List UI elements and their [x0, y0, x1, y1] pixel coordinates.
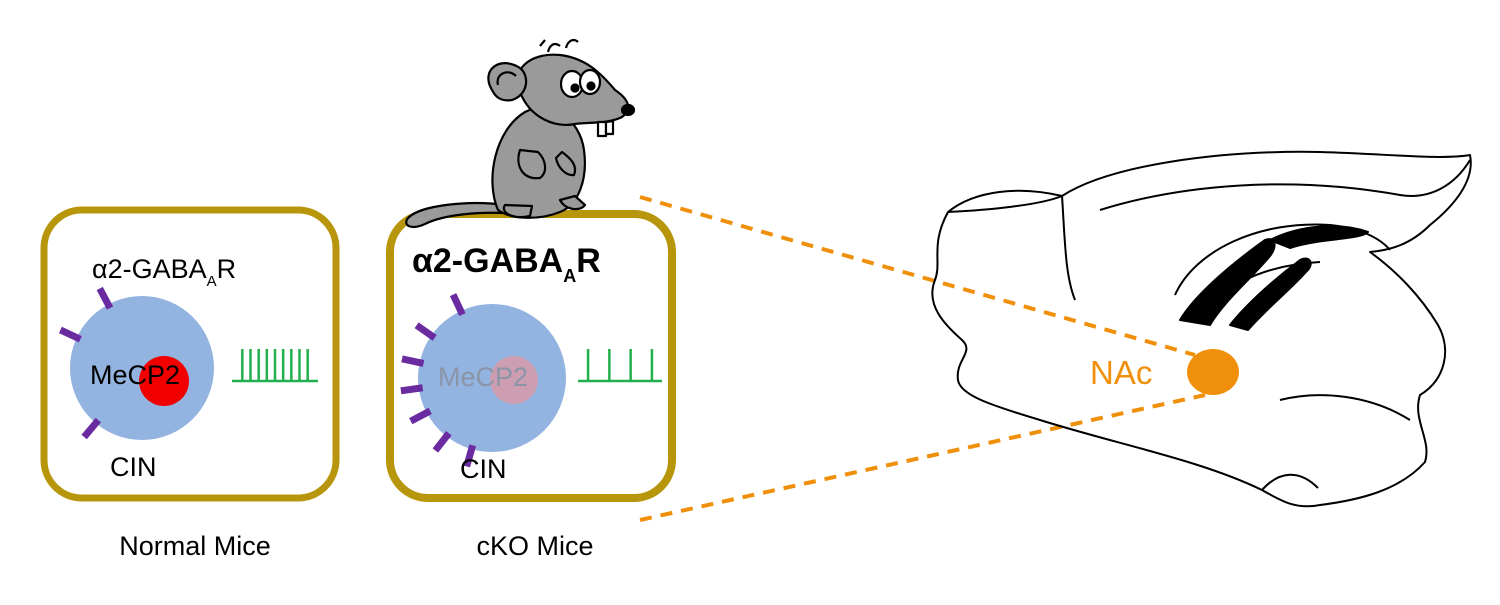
cko-mecp2-nucleus: [490, 356, 538, 404]
gaba-a-receptor: [432, 431, 452, 453]
gaba-a-receptor: [96, 286, 114, 310]
normal-mecp2-nucleus: [139, 356, 189, 406]
nac-marker: [1187, 349, 1239, 395]
cko-receptors: [400, 293, 477, 468]
normal-receptor-label: α2-GABAAR: [92, 254, 236, 290]
gaba-a-receptor: [463, 444, 477, 468]
nac-region: NAc: [1090, 349, 1239, 395]
cko-mice-panel: α2-GABAAR MeCP2 CIN cKO Mice: [386, 210, 676, 561]
normal-mecp2-label: MeCP2: [90, 360, 180, 390]
cko-spike-train: [578, 349, 662, 383]
cartoon-mouse-icon: [405, 38, 636, 228]
cko-cin-label: CIN: [460, 454, 507, 484]
normal-spike-train: [232, 349, 318, 383]
projection-line-top: [639, 195, 1196, 357]
normal-receptors: [58, 286, 114, 440]
gaba-a-receptor: [449, 293, 466, 317]
gaba-a-receptor: [400, 384, 424, 395]
cko-receptor-label: α2-GABAAR: [412, 242, 601, 286]
normal-mice-panel: α2-GABAAR MeCP2 CIN Normal Mice: [40, 206, 340, 561]
gaba-a-receptor: [409, 407, 432, 425]
normal-panel-frame: [40, 206, 340, 502]
gaba-a-receptor: [414, 322, 437, 341]
gaba-a-receptor: [401, 355, 425, 367]
cko-mice-caption: cKO Mice: [476, 531, 593, 561]
gaba-a-receptor: [58, 326, 82, 343]
normal-cin-cell: [70, 296, 214, 440]
nac-label: NAc: [1090, 354, 1152, 391]
gaba-a-receptor: [81, 417, 101, 440]
projection-line-bottom: [639, 393, 1206, 522]
normal-cin-label: CIN: [110, 452, 157, 482]
cko-mecp2-label: MeCP2: [438, 362, 528, 392]
normal-mice-caption: Normal Mice: [119, 531, 271, 561]
sagittal-brain-outline: [931, 150, 1472, 508]
